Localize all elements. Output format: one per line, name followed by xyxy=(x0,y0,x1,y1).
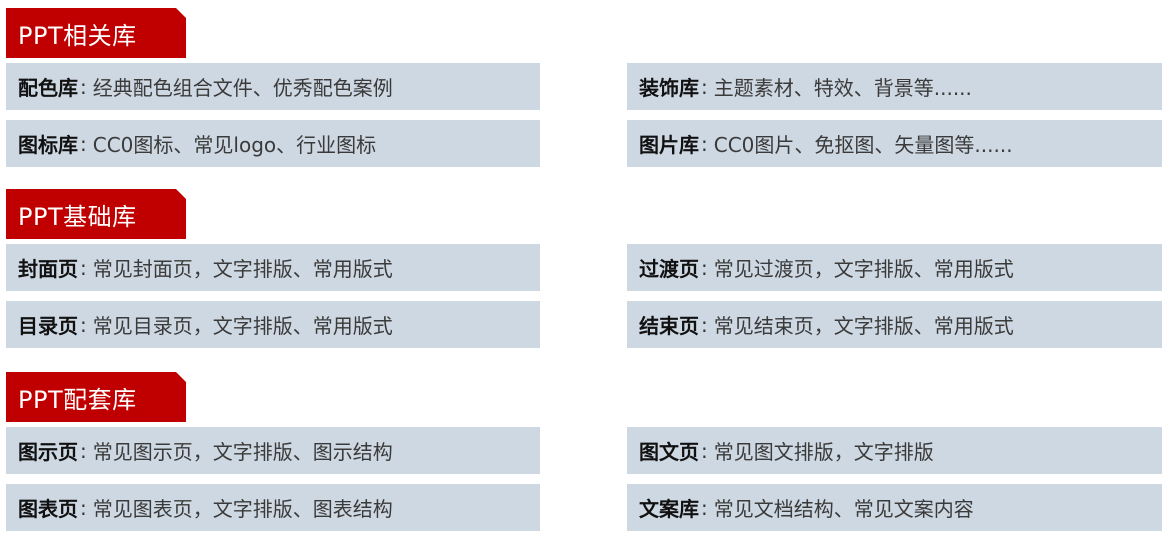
item-description: 经典配色组合文件、优秀配色案例 xyxy=(92,76,393,100)
item-separator: : xyxy=(80,495,87,520)
item-toc-page[interactable]: 目录页:常见目录页，文字排版、常用版式 xyxy=(6,301,540,348)
item-description: 常见目录页，文字排版、常用版式 xyxy=(92,314,393,338)
item-description: 常见图示页，文字排版、图示结构 xyxy=(92,440,393,464)
item-description: 常见图文排版，文字排版 xyxy=(713,440,934,464)
item-label: 文案库 xyxy=(639,497,699,521)
item-transition-page[interactable]: 过渡页:常见过渡页，文字排版、常用版式 xyxy=(627,244,1162,291)
section-title: PPT配套库 xyxy=(18,385,137,414)
item-label: 封面页 xyxy=(18,257,78,281)
item-separator: : xyxy=(701,495,708,520)
item-label: 图标库 xyxy=(18,133,78,157)
item-copywriting-library[interactable]: 文案库:常见文档结构、常见文案内容 xyxy=(627,484,1162,531)
item-label: 配色库 xyxy=(18,76,78,100)
item-separator: : xyxy=(80,312,87,337)
item-description: 常见结束页，文字排版、常用版式 xyxy=(713,314,1014,338)
item-label: 图表页 xyxy=(18,497,78,521)
item-separator: : xyxy=(701,438,708,463)
item-label: 图片库 xyxy=(639,133,699,157)
item-description: 常见过渡页，文字排版、常用版式 xyxy=(713,257,1014,281)
section-header-ppt-basic: PPT基础库 xyxy=(6,189,186,239)
item-separator: : xyxy=(701,312,708,337)
item-description: 常见封面页，文字排版、常用版式 xyxy=(92,257,393,281)
item-cover-page[interactable]: 封面页:常见封面页，文字排版、常用版式 xyxy=(6,244,540,291)
item-description: CC0图标、常见logo、行业图标 xyxy=(92,133,377,157)
item-color-library[interactable]: 配色库:经典配色组合文件、优秀配色案例 xyxy=(6,63,540,110)
item-image-text-page[interactable]: 图文页:常见图文排版，文字排版 xyxy=(627,427,1162,474)
item-ending-page[interactable]: 结束页:常见结束页，文字排版、常用版式 xyxy=(627,301,1162,348)
item-separator: : xyxy=(701,131,708,156)
item-label: 图示页 xyxy=(18,440,78,464)
item-description: CC0图片、免抠图、矢量图等...... xyxy=(713,133,1013,157)
item-separator: : xyxy=(80,438,87,463)
item-decoration-library[interactable]: 装饰库:主题素材、特效、背景等...... xyxy=(627,63,1162,110)
item-separator: : xyxy=(80,131,87,156)
section-header-ppt-related: PPT相关库 xyxy=(6,8,186,58)
item-separator: : xyxy=(80,74,87,99)
item-description: 常见图表页，文字排版、图表结构 xyxy=(92,497,393,521)
item-separator: : xyxy=(701,255,708,280)
section-title: PPT基础库 xyxy=(18,202,137,231)
section-header-ppt-supporting: PPT配套库 xyxy=(6,372,186,422)
item-diagram-page[interactable]: 图示页:常见图示页，文字排版、图示结构 xyxy=(6,427,540,474)
item-label: 目录页 xyxy=(18,314,78,338)
item-chart-page[interactable]: 图表页:常见图表页，文字排版、图表结构 xyxy=(6,484,540,531)
item-separator: : xyxy=(701,74,708,99)
item-description: 常见文档结构、常见文案内容 xyxy=(713,497,974,521)
item-label: 过渡页 xyxy=(639,257,699,281)
section-title: PPT相关库 xyxy=(18,21,137,50)
item-label: 结束页 xyxy=(639,314,699,338)
item-icon-library[interactable]: 图标库:CC0图标、常见logo、行业图标 xyxy=(6,120,540,167)
item-separator: : xyxy=(80,255,87,280)
item-image-library[interactable]: 图片库:CC0图片、免抠图、矢量图等...... xyxy=(627,120,1162,167)
item-label: 图文页 xyxy=(639,440,699,464)
item-label: 装饰库 xyxy=(639,76,699,100)
item-description: 主题素材、特效、背景等...... xyxy=(713,76,972,100)
